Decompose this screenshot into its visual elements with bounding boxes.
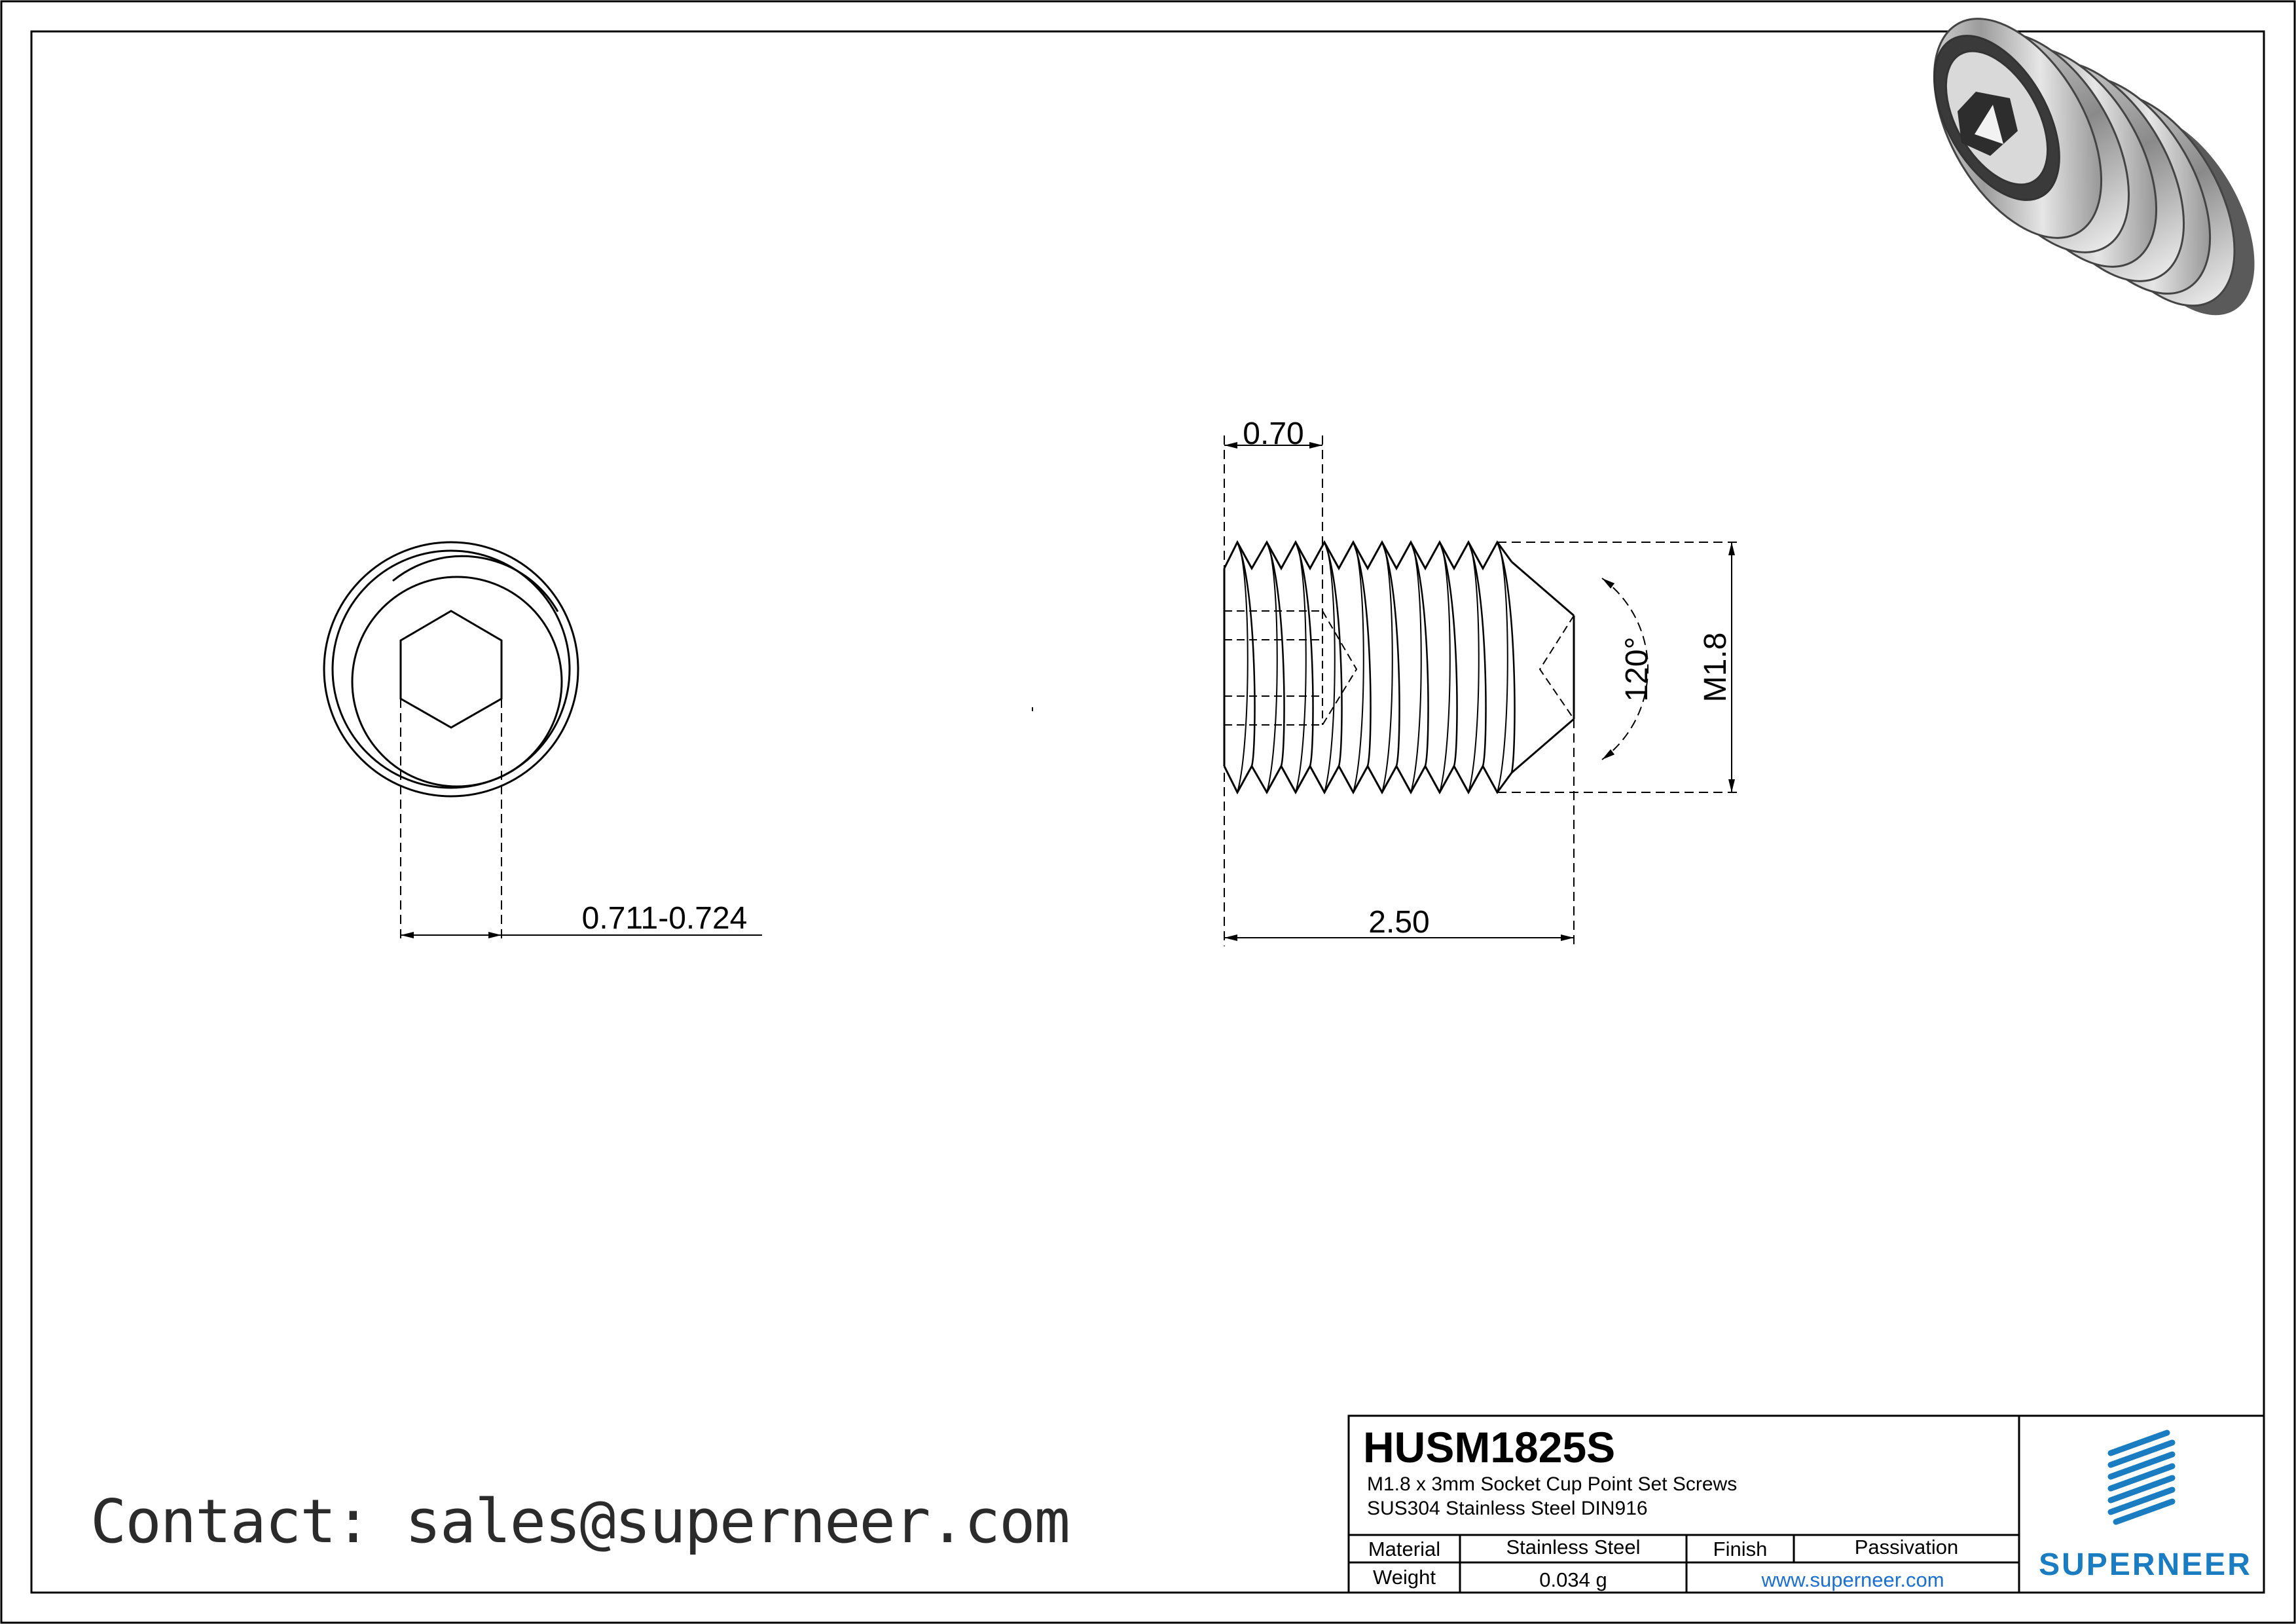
weight-label: Weight: [1373, 1566, 1436, 1589]
brand-name: SUPERNEER: [2039, 1547, 2252, 1582]
length-label: 2.50: [1368, 905, 1429, 940]
socket-depth-label: 0.70: [1243, 416, 1303, 451]
finish-label: Finish: [1713, 1538, 1768, 1560]
weight-value: 0.034 g: [1539, 1568, 1607, 1591]
finish-value: Passivation: [1854, 1536, 1959, 1559]
end-view: [323, 541, 579, 798]
material-value: Stainless Steel: [1506, 1536, 1641, 1559]
part-number: HUSM1825S: [1363, 1423, 1616, 1471]
cone-angle-dimension: [1601, 578, 1649, 760]
material-label: Material: [1368, 1538, 1441, 1560]
side-view: [1223, 540, 1575, 795]
socket-depth-dimension: [1224, 435, 1323, 753]
website-link[interactable]: www.superneer.com: [1761, 1568, 1944, 1591]
thread-diameter-dimension: [1497, 542, 1741, 793]
contact-email[interactable]: Contact: sales@superneer.com: [90, 1486, 1070, 1557]
socket-width-dimension: [400, 699, 762, 942]
description-line-1: M1.8 x 3mm Socket Cup Point Set Screws: [1367, 1473, 1738, 1495]
cone-angle-label: 120°: [1620, 637, 1654, 701]
inner-frame: [30, 30, 2265, 1594]
title-block: [1347, 1414, 2265, 1594]
hex-socket-icon: [399, 610, 503, 729]
thread-diameter-label: M1.8: [1698, 633, 1733, 703]
socket-width-label: 0.711-0.724: [582, 901, 748, 936]
description-line-2: SUS304 Stainless Steel DIN916: [1367, 1498, 1648, 1519]
length-dimension: [1224, 719, 1575, 946]
hidden-lines: [1224, 610, 1575, 726]
set-screw-3d-render: [1933, 18, 2255, 316]
striped-diamond-logo-icon: [2107, 1430, 2176, 1525]
